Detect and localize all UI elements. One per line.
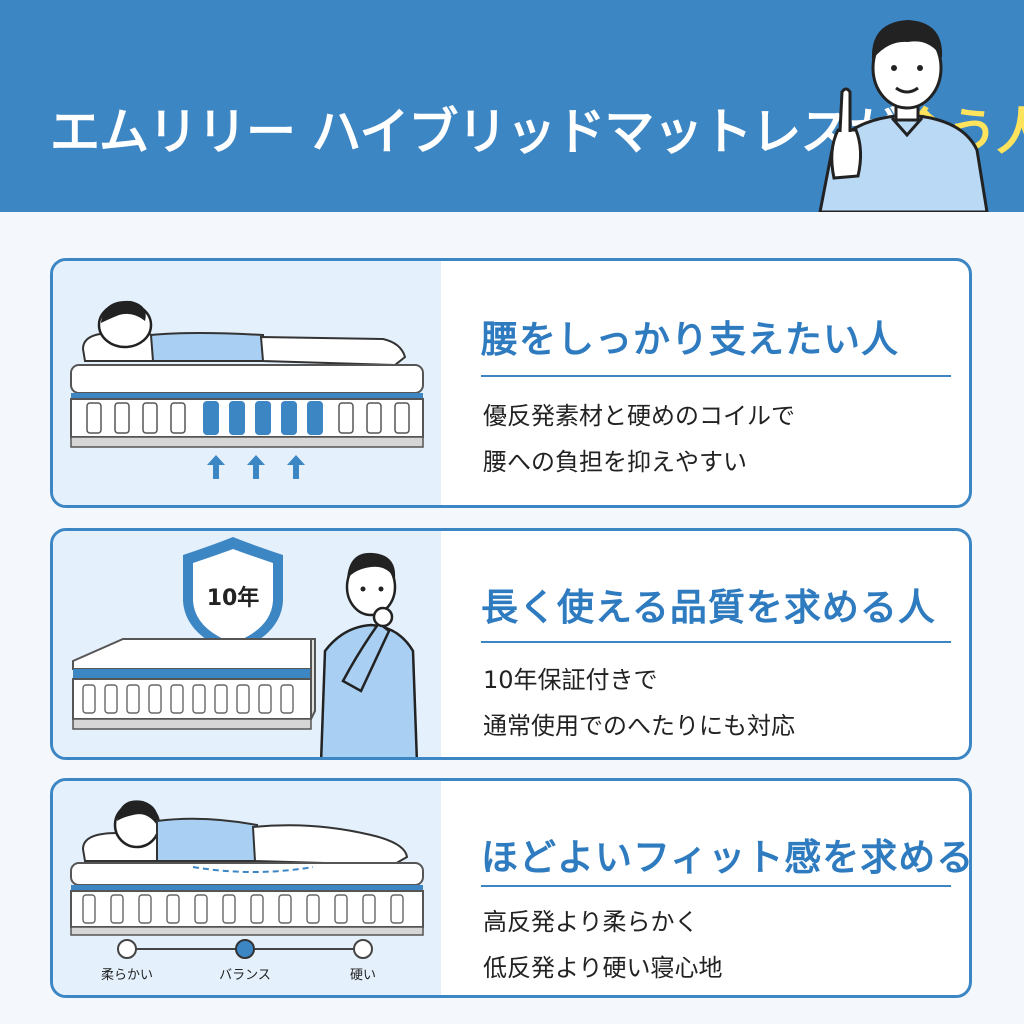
warranty-badge-text: 10年 [207, 585, 260, 611]
divider [481, 375, 951, 377]
card-lumbar-support: 腰をしっかり支えたい人 優反発素材と硬めのコイルで 腰への負担を抑えやすい [50, 258, 972, 508]
divider [481, 641, 951, 643]
header-banner: エムリリー ハイブリッドマットレスが合う人 [0, 0, 1024, 212]
card-title: 腰をしっかり支えたい人 [481, 318, 899, 361]
firmness-soft-marker [117, 939, 137, 959]
firmness-hard-marker [353, 939, 373, 959]
card-long-lasting-quality: 10年 長く使える品質を求める人 10年保証付きで 通常使用でのへたりにも対応 [50, 528, 972, 760]
card-moderate-fit: 柔らかい バランス 硬い ほどよいフィット感を求める人 高反発より柔らかく 低反… [50, 778, 972, 998]
description-line-2: 通常使用でのへたりにも対応 [483, 712, 795, 740]
card-description: 優反発素材と硬めのコイルで 腰への負担を抑えやすい [483, 393, 795, 485]
presenter-illustration [818, 20, 989, 212]
description-line-1: 高反発より柔らかく [483, 908, 699, 936]
side-sleeper-firmness-scale-illustration: 柔らかい バランス 硬い [70, 800, 424, 983]
card-title: 長く使える品質を求める人 [481, 586, 936, 629]
lying-person-mattress-illustration [70, 300, 424, 479]
title-main: エムリリー ハイブリッドマットレスが [50, 103, 899, 161]
description-line-1: 優反発素材と硬めのコイルで [483, 402, 795, 430]
warranty-mattress-illustration: 10年 [72, 537, 419, 757]
scale-label-soft: 柔らかい [101, 968, 153, 983]
scale-label-hard: 硬い [350, 968, 376, 983]
description-line-2: 腰への負担を抑えやすい [483, 448, 747, 476]
card-title: ほどよいフィット感を求める人 [481, 836, 972, 879]
scale-label-balance: バランス [219, 968, 271, 983]
firmness-balance-marker-selected [235, 939, 255, 959]
divider [481, 885, 951, 887]
description-line-1: 10年保証付きで [483, 666, 658, 694]
card-description: 高反発より柔らかく 低反発より硬い寝心地 [483, 899, 723, 991]
description-line-2: 低反発より硬い寝心地 [483, 954, 723, 982]
card-description: 10年保証付きで 通常使用でのへたりにも対応 [483, 657, 795, 749]
